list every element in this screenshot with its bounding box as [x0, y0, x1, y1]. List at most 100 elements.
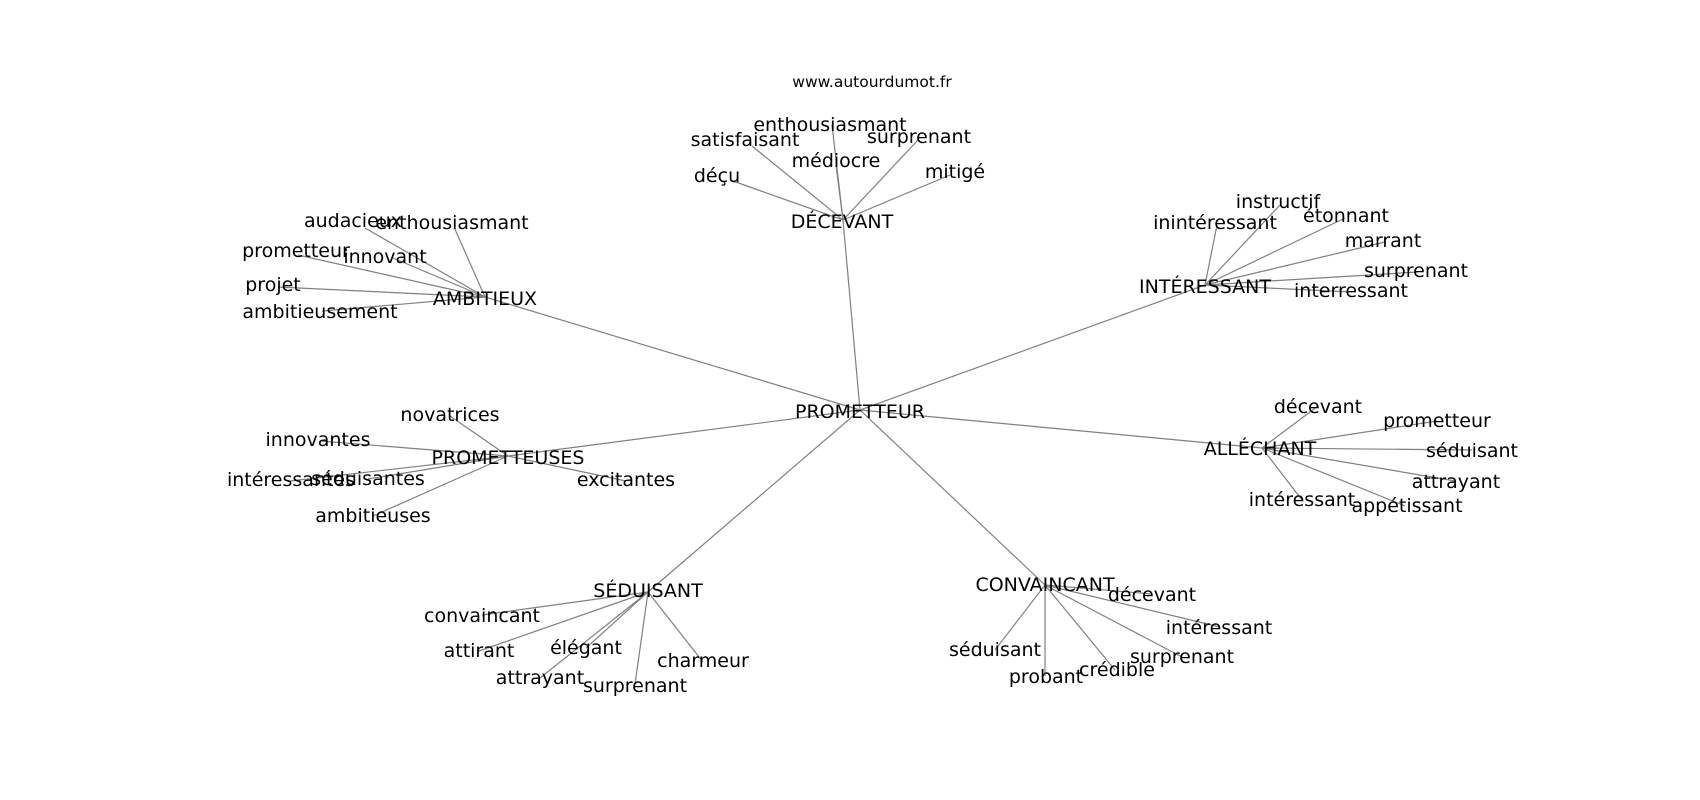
leaf-prometteuses-seduisantes: séduisantes — [311, 468, 425, 490]
leaf-interessant-marrant: marrant — [1345, 230, 1422, 252]
edge-decevant-surprenant — [842, 139, 919, 221]
edge-convaincant-surprenant — [1044, 584, 1183, 658]
edge-center-ambitieux — [484, 296, 861, 411]
leaf-allechant-interessant: intéressant — [1249, 489, 1355, 511]
leaf-ambitieux-innovant: innovant — [343, 246, 426, 268]
leaf-decevant-mitige: mitigé — [925, 161, 985, 183]
edge-ambitieux-projet — [277, 286, 486, 298]
edge-seduisant-attrayant — [539, 591, 649, 679]
leaf-ambitieux-enthousiasmant: enthousiasmant — [375, 212, 528, 234]
edge-prometteuses-interessantes — [289, 455, 509, 482]
leaf-interessant-etonnant: étonnant — [1303, 205, 1389, 227]
edge-interessant-instructif — [1204, 204, 1281, 286]
leaf-interessant-instructif: instructif — [1236, 191, 1322, 213]
edge-allechant-prometteur — [1261, 420, 1438, 449]
leaf-allechant-seduisant: séduisant — [1426, 440, 1518, 462]
leaf-interessant-interressant: interressant — [1294, 280, 1408, 302]
edge-interessant-interressant — [1204, 284, 1353, 293]
leaf-decevant-satisfaisant: satisfaisant — [691, 129, 800, 151]
leaf-convaincant-probant: probant — [1009, 666, 1083, 688]
leaf-decevant-surprenant: surprenant — [867, 126, 971, 148]
leaf-prometteuses-interessantes: intéressantes — [227, 469, 355, 491]
edge-seduisant-attirant — [478, 591, 649, 652]
hub-ambitieux: AMBITIEUX — [433, 288, 537, 310]
leaf-ambitieux-audacieux: audacieux — [304, 210, 402, 232]
hub-decevant: DÉCEVANT — [791, 210, 894, 233]
edge-allechant-appetissant — [1261, 447, 1406, 507]
leaf-allechant-appetissant: appétissant — [1351, 495, 1462, 517]
edge-prometteuses-excitantes — [507, 455, 627, 482]
leaf-convaincant-decevant: décevant — [1108, 584, 1196, 606]
leaf-ambitieux-ambitieusement: ambitieusement — [242, 301, 397, 323]
edge-decevant-satisfaisant — [751, 145, 844, 221]
edge-ambitieux-prometteur — [297, 254, 486, 298]
leaf-allechant-decevant: décevant — [1274, 396, 1362, 418]
edge-ambitieux-innovant — [392, 257, 486, 298]
graph-labels: www.autourdumot.fr PROMETTEUR DÉCEVANT e… — [227, 73, 1518, 697]
edge-allechant-seduisant — [1261, 447, 1473, 451]
leaf-convaincant-surprenant: surprenant — [1130, 646, 1234, 668]
hub-allechant: ALLÉCHANT — [1204, 437, 1317, 460]
leaf-prometteuses-excitantes: excitantes — [577, 469, 675, 491]
hub-interessant: INTÉRESSANT — [1139, 275, 1271, 298]
edge-convaincant-interessant — [1044, 584, 1221, 628]
edge-ambitieux-audacieux — [364, 227, 486, 298]
leaf-seduisant-attirant: attirant — [444, 640, 515, 662]
edge-convaincant-credible — [1044, 584, 1116, 671]
leaf-seduisant-convaincant: convaincant — [424, 605, 540, 627]
hub-prometteuses: PROMETTEUSES — [432, 447, 585, 469]
leaf-convaincant-credible: crédible — [1079, 659, 1155, 681]
edge-interessant-surprenant — [1204, 271, 1419, 286]
leaf-seduisant-surprenant: surprenant — [583, 675, 687, 697]
edge-convaincant-decevant — [1044, 584, 1153, 595]
leaf-interessant-ininteressant: inintéressant — [1153, 212, 1277, 234]
site-label: www.autourdumot.fr — [792, 73, 952, 91]
edge-interessant-marrant — [1204, 241, 1386, 286]
leaf-convaincant-seduisant: séduisant — [949, 639, 1041, 661]
center-node: PROMETTEUR — [795, 401, 925, 423]
leaf-seduisant-charmeur: charmeur — [657, 650, 749, 672]
edge-allechant-interessant — [1261, 447, 1303, 501]
edge-center-interessant — [859, 284, 1206, 411]
edge-decevant-decu — [729, 179, 844, 221]
edge-prometteuses-ambitieuses — [372, 455, 509, 517]
graph-edges — [277, 124, 1473, 685]
edge-interessant-uninteresting — [1204, 224, 1218, 286]
leaf-decevant-mediocre: médiocre — [792, 150, 881, 172]
leaf-decevant-enthousiasmant: enthousiasmant — [753, 114, 906, 136]
edge-allechant-attrayant — [1261, 447, 1456, 482]
edge-decevant-mediocre — [835, 164, 844, 221]
edge-prometteuses-seduisantes — [367, 455, 509, 480]
edge-ambitieux-ambitieusement — [321, 296, 486, 312]
hub-convaincant: CONVAINCANT — [975, 574, 1115, 596]
edge-center-seduisant — [647, 409, 861, 593]
leaf-interessant-surprenant: surprenant — [1364, 260, 1468, 282]
leaf-convaincant-interessant: intéressant — [1166, 617, 1272, 639]
edge-center-prometteuses — [507, 409, 861, 457]
leaf-seduisant-attrayant: attrayant — [496, 667, 584, 689]
edge-prometteuses-novatrices — [449, 415, 509, 457]
leaf-prometteuses-innovantes: innovantes — [266, 429, 371, 451]
leaf-ambitieux-prometteur: prometteur — [242, 240, 350, 262]
leaf-ambitieux-projet: projet — [245, 274, 301, 296]
leaf-seduisant-elegant: élégant — [550, 637, 622, 659]
edge-interessant-etonnant — [1204, 217, 1346, 286]
edge-seduisant-elegant — [585, 591, 649, 649]
edge-center-allechant — [859, 409, 1263, 449]
edge-allechant-decevant — [1261, 405, 1319, 449]
edge-center-decevant — [842, 219, 861, 411]
edge-prometteuses-innovantes — [319, 440, 509, 457]
leaf-prometteuses-ambitieuses: ambitieuses — [315, 505, 430, 527]
leaf-allechant-attrayant: attrayant — [1412, 471, 1500, 493]
edge-seduisant-charmeur — [647, 591, 704, 663]
leaf-allechant-prometteur: prometteur — [1383, 410, 1491, 432]
edge-seduisant-convaincant — [481, 591, 649, 616]
edge-ambitieux-enthousiasmant — [453, 226, 486, 298]
hub-seduisant: SÉDUISANT — [593, 579, 703, 602]
edge-seduisant-surprenant — [634, 591, 649, 685]
edge-convaincant-seduisant — [994, 584, 1046, 651]
edge-decevant-mitige — [842, 174, 951, 221]
leaf-prometteuses-novatrices: novatrices — [400, 404, 499, 426]
edge-center-convaincant — [859, 409, 1046, 586]
